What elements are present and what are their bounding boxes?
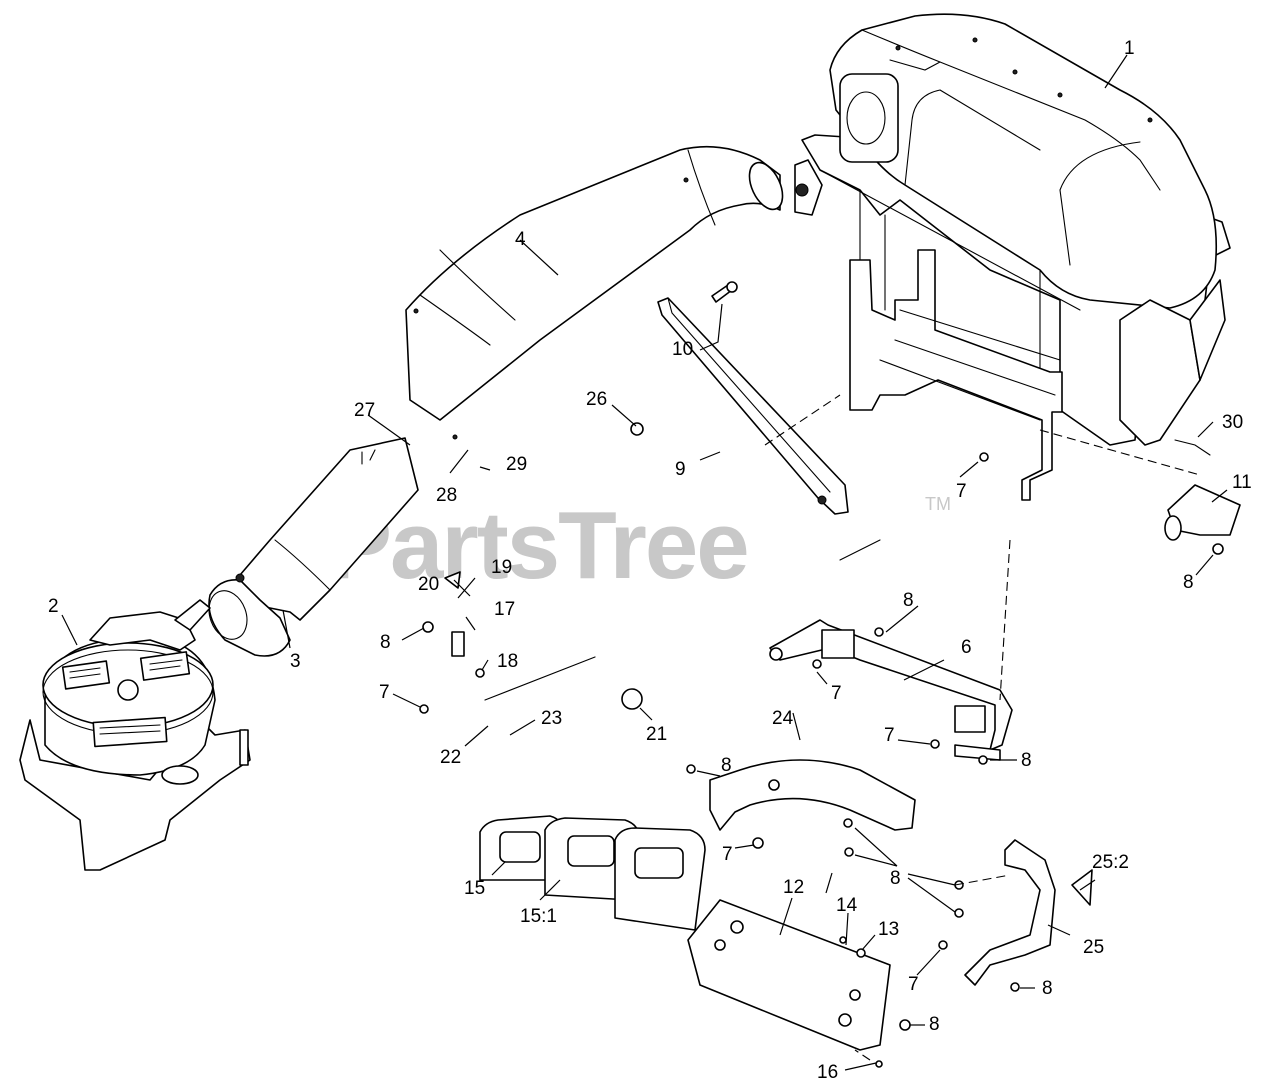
callout-13: 13 xyxy=(878,919,899,940)
mount-rod-6 xyxy=(769,619,1013,761)
callout-30: 30 xyxy=(1222,412,1243,433)
callout-7e: 7 xyxy=(722,844,733,865)
callout-1: 1 xyxy=(1124,38,1135,59)
callout-7c: 7 xyxy=(956,481,967,502)
upper-blower-hose xyxy=(405,145,784,440)
decal-set-15 xyxy=(479,815,706,931)
callout-12: 12 xyxy=(783,877,804,898)
callout-7f: 7 xyxy=(908,974,919,995)
leader-lines xyxy=(61,54,1228,1071)
bracket-24 xyxy=(709,759,916,831)
callout-11: 11 xyxy=(1232,472,1252,493)
callout-25: 25 xyxy=(1083,937,1104,958)
callout-16: 16 xyxy=(817,1062,838,1083)
callout-8c: 8 xyxy=(903,590,914,611)
pin-30 xyxy=(1174,439,1211,456)
bracket-25 xyxy=(964,839,1093,986)
callout-22: 22 xyxy=(440,747,461,768)
bracket-17 xyxy=(451,631,465,657)
bolt-10 xyxy=(711,281,738,303)
callout-20: 20 xyxy=(418,574,439,595)
assembly-lines xyxy=(764,394,1201,1061)
callout-9: 9 xyxy=(675,459,686,480)
support-rail xyxy=(657,297,849,515)
nut-26 xyxy=(630,422,644,436)
callout-19: 19 xyxy=(491,557,512,578)
rod-22 xyxy=(484,656,596,701)
lower-blower-hose xyxy=(208,437,419,657)
callout-6: 6 xyxy=(961,637,972,658)
callout-10: 10 xyxy=(672,339,693,360)
callout-7b: 7 xyxy=(831,683,842,704)
callout-29: 29 xyxy=(506,454,527,475)
hopper-assembly xyxy=(794,13,1231,501)
callout-8f: 8 xyxy=(890,868,901,889)
callout-4: 4 xyxy=(515,229,526,250)
callout-15: 15 xyxy=(464,878,485,899)
cap-21 xyxy=(621,688,643,710)
callout-8g: 8 xyxy=(1042,978,1053,999)
watermark-trademark: TM xyxy=(925,494,951,514)
callout-25-2: 25:2 xyxy=(1092,852,1129,873)
callout-17: 17 xyxy=(494,599,515,620)
callout-2: 2 xyxy=(48,596,59,617)
callout-18: 18 xyxy=(497,651,518,672)
callout-28: 28 xyxy=(436,485,457,506)
callout-8h: 8 xyxy=(929,1014,940,1035)
plate-12 xyxy=(687,899,891,1051)
callout-27: 27 xyxy=(354,400,375,421)
callout-24: 24 xyxy=(772,708,794,729)
callout-15-1: 15:1 xyxy=(520,906,557,927)
callout-7a: 7 xyxy=(379,682,390,703)
callout-8a: 8 xyxy=(380,632,391,653)
callout-14: 14 xyxy=(836,895,858,916)
callout-labels: 1 2 3 4 6 7 7 7 7 7 7 8 8 8 8 8 8 8 8 9 … xyxy=(48,38,1252,1083)
callout-21: 21 xyxy=(646,724,667,745)
callout-23: 23 xyxy=(541,708,562,729)
callout-7d: 7 xyxy=(884,725,895,746)
callout-3: 3 xyxy=(290,651,301,672)
callout-8b: 8 xyxy=(1183,572,1194,593)
callout-8e: 8 xyxy=(721,755,732,776)
callout-26: 26 xyxy=(586,389,607,410)
blower-housing xyxy=(19,599,251,871)
knob-20 xyxy=(444,571,461,589)
callout-8d: 8 xyxy=(1021,750,1032,771)
rod-end xyxy=(839,539,881,561)
